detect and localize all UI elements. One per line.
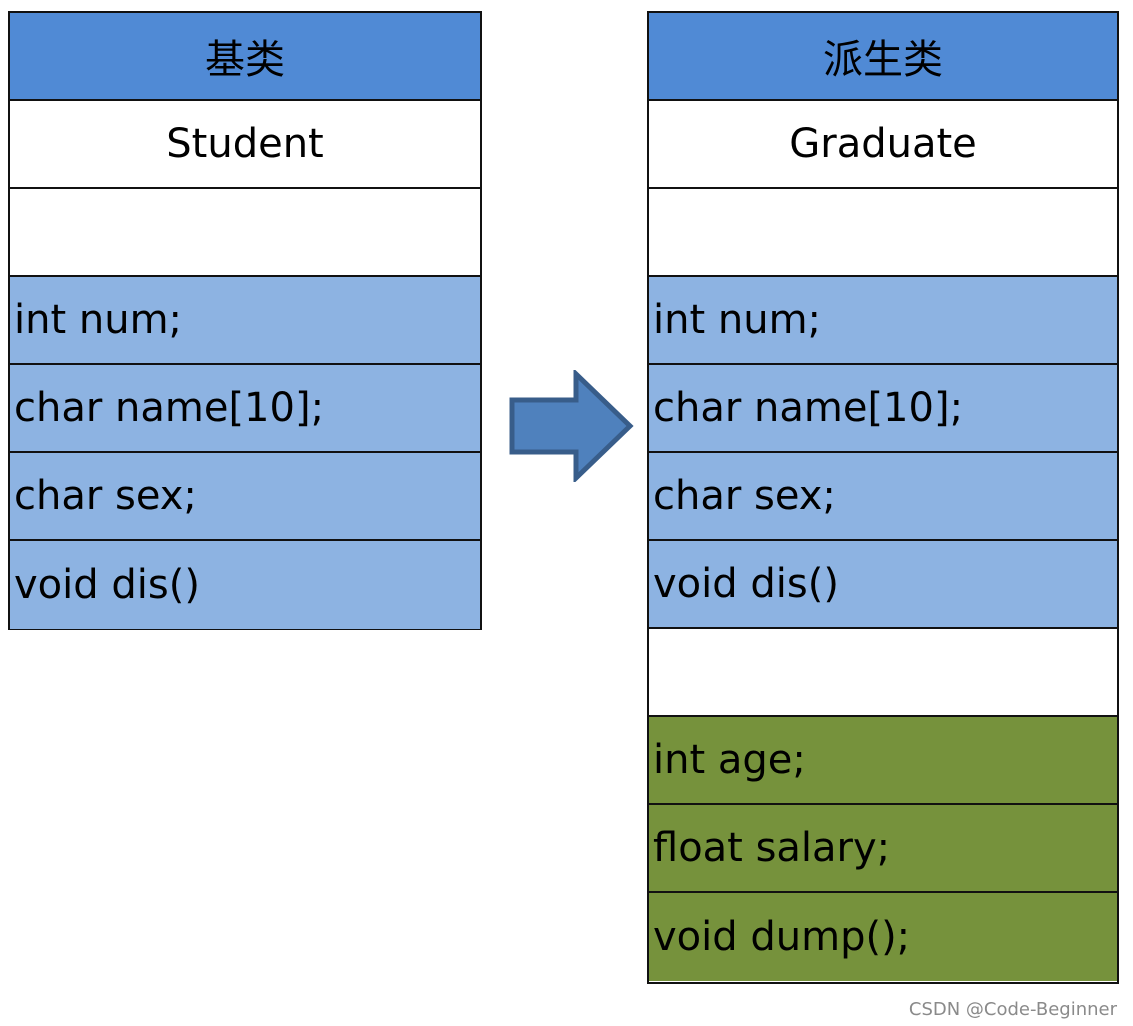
- derived-separator-row: [649, 629, 1117, 717]
- base-class-header: 基类: [10, 13, 480, 101]
- derived-inherited-sex: char sex;: [649, 453, 1117, 541]
- base-class-name: Student: [10, 101, 480, 189]
- base-class-empty-row: [10, 189, 480, 277]
- base-member-sex: char sex;: [10, 453, 480, 541]
- derived-new-age: int age;: [649, 717, 1117, 805]
- derived-new-salary: float salary;: [649, 805, 1117, 893]
- base-member-dis: void dis(): [10, 541, 480, 629]
- base-member-name: char name[10];: [10, 365, 480, 453]
- derived-inherited-dis: void dis(): [649, 541, 1117, 629]
- derived-inherited-name: char name[10];: [649, 365, 1117, 453]
- base-member-num: int num;: [10, 277, 480, 365]
- derived-new-dump: void dump();: [649, 893, 1117, 981]
- derived-class-header: 派生类: [649, 13, 1117, 101]
- derived-class-table: 派生类 Graduate int num; char name[10]; cha…: [647, 11, 1119, 984]
- derived-inherited-num: int num;: [649, 277, 1117, 365]
- derived-class-empty-row: [649, 189, 1117, 277]
- derived-class-name: Graduate: [649, 101, 1117, 189]
- base-class-table: 基类 Student int num; char name[10]; char …: [8, 11, 482, 630]
- inheritance-arrow-icon: [509, 370, 634, 482]
- watermark: CSDN @Code-Beginner: [908, 999, 1117, 1020]
